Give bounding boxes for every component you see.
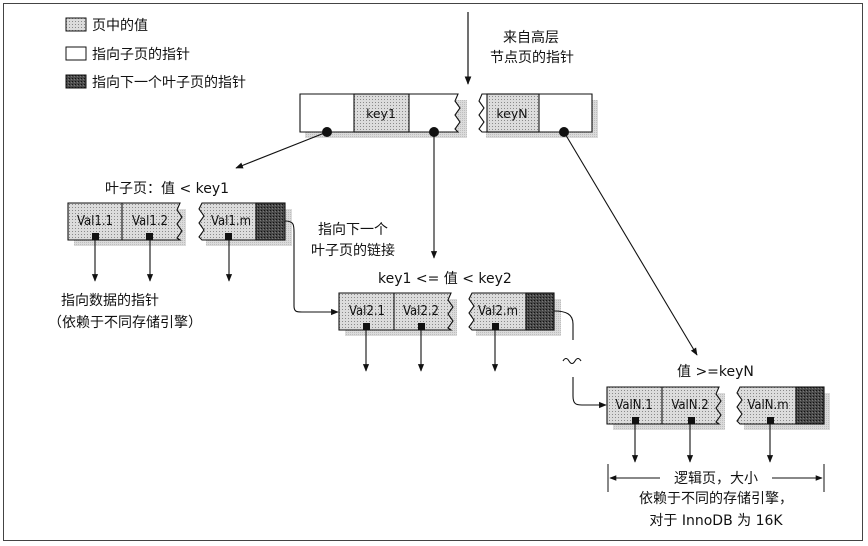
root-keyN-cell bbox=[486, 93, 540, 133]
leaf2-val-2: Val2.2 bbox=[403, 304, 439, 319]
size-note-line3: 对于 InnoDB 为 16K bbox=[649, 513, 783, 529]
leaf2-caption: key1 <= 值 < key2 bbox=[378, 271, 512, 287]
top-note-line1: 来自高层 bbox=[503, 29, 559, 46]
leaf2-page: Val2.1 Val2.2 Val2.m bbox=[338, 292, 561, 336]
link-break-squiggle bbox=[562, 357, 582, 365]
size-note-line2: 依赖于不同的存储引擎， bbox=[639, 491, 793, 507]
legend-leaf-next-label: 指向下一个叶子页的指针 bbox=[92, 75, 246, 91]
root-to-leafN-arrow bbox=[563, 131, 698, 356]
leaf2-val-m: Val2.m bbox=[478, 304, 518, 319]
root-node: key1 keyN bbox=[299, 93, 598, 138]
leafN-val-1: ValN.1 bbox=[615, 398, 652, 413]
link-note-line2: 叶子页的链接 bbox=[311, 242, 395, 259]
leaf2-to-leafN-link-top bbox=[553, 310, 574, 340]
leaf1-caption: 叶子页：值 < key1 bbox=[105, 181, 229, 197]
data-pointer-note-line1: 指向数据的指针 bbox=[61, 293, 159, 309]
leafN-page: ValN.1 ValN.2 ValN.m bbox=[606, 386, 830, 430]
data-pointer-note-line2: （依赖于不同存储引擎） bbox=[48, 315, 202, 331]
leaf1-val-2: Val1.2 bbox=[132, 214, 168, 229]
root-key1-label: key1 bbox=[366, 106, 396, 121]
leafN-val-2: ValN.2 bbox=[671, 398, 708, 413]
root-keyN-label: keyN bbox=[496, 106, 527, 121]
legend-value-swatch bbox=[65, 17, 87, 32]
leafN-val-m: ValN.m bbox=[747, 398, 788, 413]
leaf2-next-pointer-cell bbox=[525, 292, 555, 331]
leafN-next-pointer-cell bbox=[795, 386, 825, 425]
size-label: 逻辑页，大小 bbox=[674, 471, 758, 487]
diagram-frame bbox=[3, 3, 863, 541]
leafN-caption: 值 >=keyN bbox=[677, 364, 754, 380]
leaf1-val-1: Val1.1 bbox=[77, 214, 113, 229]
legend-child-pointer-swatch bbox=[65, 46, 87, 61]
root-key1-cell bbox=[353, 93, 410, 133]
top-note-line2: 节点页的指针 bbox=[490, 50, 574, 66]
legend-child-pointer-label: 指向子页的指针 bbox=[92, 47, 190, 63]
link-note-line1: 指向下一个 bbox=[318, 222, 388, 238]
legend-value-label: 页中的值 bbox=[92, 18, 148, 34]
legend: 页中的值 指向子页的指针 指向下一个叶子页的指针 bbox=[65, 17, 246, 91]
root-to-leaf1-arrow bbox=[235, 131, 328, 169]
legend-leaf-next-swatch bbox=[65, 74, 87, 89]
leaf2-val-1: Val2.1 bbox=[349, 304, 385, 319]
leaf1-val-m: Val1.m bbox=[211, 214, 251, 229]
leaf1-next-pointer-cell bbox=[255, 202, 286, 241]
leaf1-to-leaf2-link bbox=[284, 220, 339, 316]
leaf2-to-leafN-link-bottom bbox=[572, 377, 607, 409]
leaf1-page: Val1.1 Val1.2 Val1.m bbox=[67, 202, 292, 246]
